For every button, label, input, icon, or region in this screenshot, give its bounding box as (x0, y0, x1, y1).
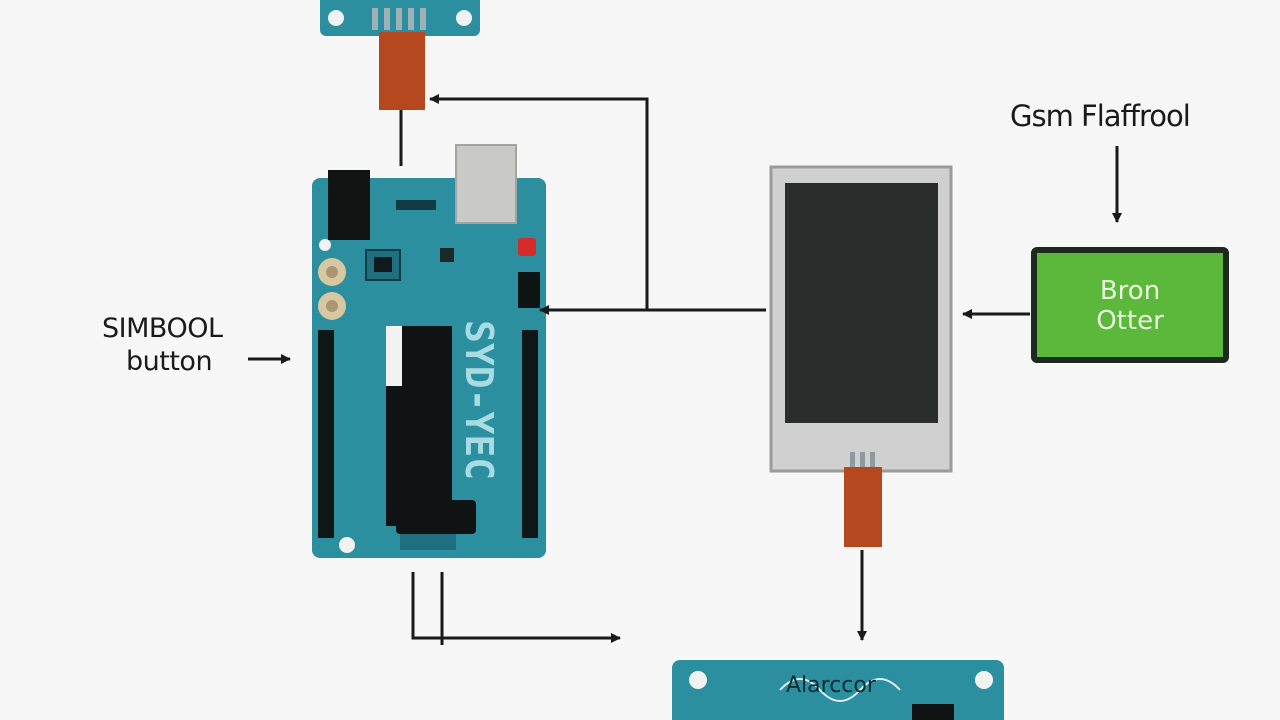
green-panel-line2: Otter (1096, 306, 1164, 336)
main-board (312, 144, 546, 558)
left-label-line2: button (126, 346, 213, 377)
board-label: SYD-YEC (457, 320, 501, 480)
green-panel-text: Bron Otter (1042, 260, 1218, 352)
top-sensor-module (320, 0, 480, 36)
bottom-board-label: Alarccor (786, 673, 877, 698)
green-panel (1031, 247, 1229, 363)
green-panel-line1: Bron (1099, 276, 1161, 306)
top-connector (379, 32, 425, 110)
top-right-label: Gsm Flaffrool (1010, 99, 1191, 133)
left-label: SIMBOOL button (102, 312, 223, 378)
wires (248, 94, 1122, 645)
lcd-connector (844, 467, 882, 547)
bottom-module (672, 660, 1004, 720)
left-label-line1: SIMBOOL (102, 313, 223, 344)
lcd-display (769, 165, 953, 473)
